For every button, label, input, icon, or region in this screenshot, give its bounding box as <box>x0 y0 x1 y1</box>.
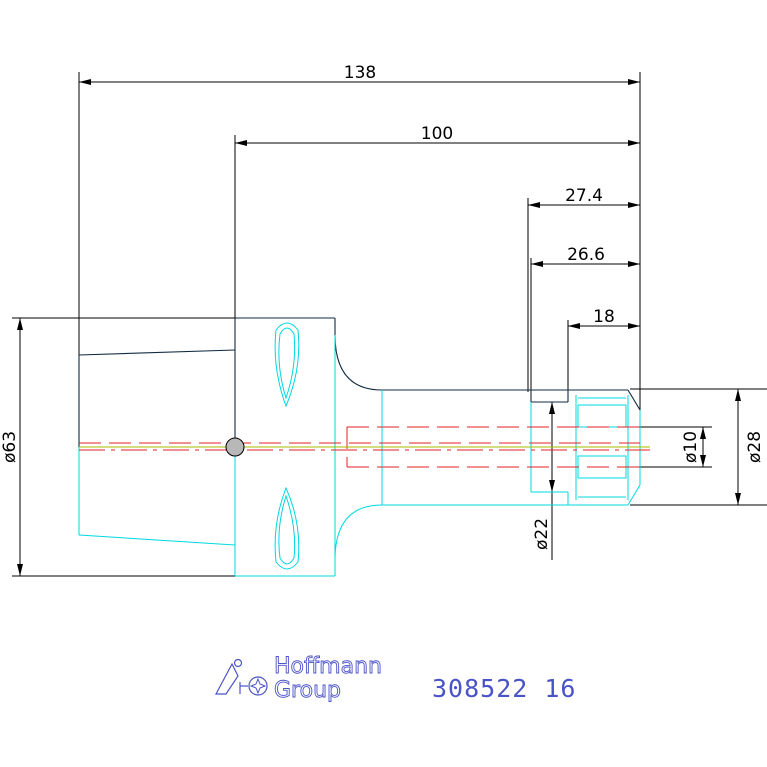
dim-label-27-4: 27.4 <box>565 186 603 206</box>
dimension-18: 18 <box>567 307 640 400</box>
part-outline-upper <box>78 317 641 447</box>
dimension-dia-10: ø10 <box>630 426 712 468</box>
dimension-dia-63: ø63 <box>0 317 335 577</box>
brand-name-line1: Hoffmann <box>274 654 382 679</box>
dim-label-dia-22: ø22 <box>532 518 552 550</box>
dimension-26-6: 26.6 <box>530 245 640 392</box>
reference-point-marker <box>225 437 245 457</box>
dim-label-138: 138 <box>344 63 376 83</box>
centerline <box>79 446 650 451</box>
dim-label-18: 18 <box>593 307 615 327</box>
dim-label-100: 100 <box>421 124 453 144</box>
drive-slot-lower <box>274 486 300 570</box>
dimension-dia-22: ø22 <box>532 402 555 560</box>
dim-label-dia-63: ø63 <box>0 431 20 463</box>
hoffmann-group-logo <box>215 658 268 696</box>
dimension-27-4: 27.4 <box>527 186 640 392</box>
dim-label-dia-10: ø10 <box>681 431 701 463</box>
brand-name-line2: Group <box>274 678 341 703</box>
dimension-138: 138 <box>78 63 641 410</box>
dim-label-26-6: 26.6 <box>567 245 605 265</box>
dim-label-dia-28: ø28 <box>745 431 765 463</box>
dimension-100: 100 <box>234 124 640 318</box>
dimension-dia-28: ø28 <box>630 388 767 506</box>
part-number: 308522 16 <box>432 674 576 703</box>
drive-slot-upper <box>274 322 300 408</box>
